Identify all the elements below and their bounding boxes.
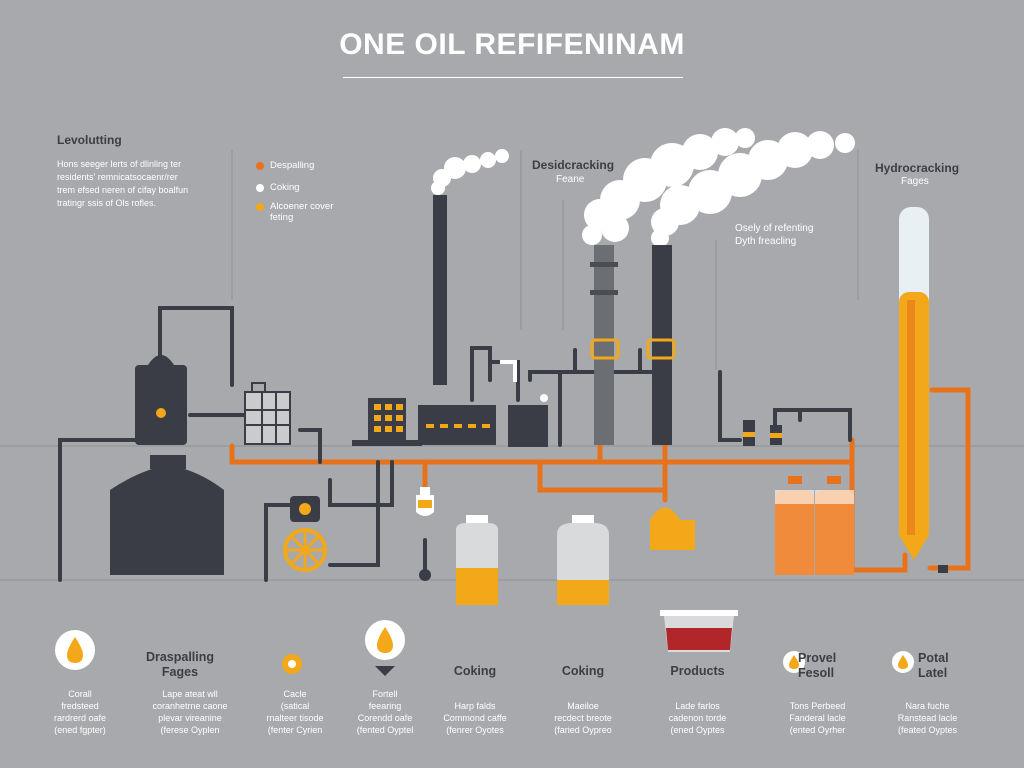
legend-item-despalling: Despalling <box>256 160 314 171</box>
oil-drop-icon <box>55 630 95 670</box>
bottle-coking-2 <box>557 515 609 605</box>
flask-icon <box>416 487 434 581</box>
distillation-column <box>646 245 676 445</box>
hydrocracking-label: Hydrocracking <box>875 161 960 175</box>
legend-dot-amber-icon <box>256 203 264 211</box>
legend-dot-white-icon <box>256 184 264 192</box>
bottom-desc: Cacle (satical rnalteer tisode (fenter C… <box>266 689 324 735</box>
intro-line: residents' remnicatsocaenr/rer <box>57 172 178 182</box>
bottom-title: Draspalling Fages <box>145 650 215 679</box>
orange-pipes <box>229 372 971 573</box>
hydrocracker-column <box>899 207 929 560</box>
bottom-title: Coking <box>453 664 497 678</box>
orange-dot-icon <box>282 654 302 674</box>
intro-heading: Levolutting <box>57 133 122 147</box>
product-tray <box>660 610 738 652</box>
bottom-desc: Lape ateat wll coranhetrne caone plevar … <box>152 689 228 735</box>
left-storage-tank <box>110 355 224 575</box>
central-processing-unit <box>418 360 548 447</box>
bottle-coking-1 <box>456 515 498 605</box>
bottom-desc: Fortell feearing Corendd oafe (fented Oy… <box>356 689 414 735</box>
intro-line: tratingr ssis of Ols rofles. <box>57 198 157 208</box>
desulf-sublabel: Feane <box>556 174 585 185</box>
dark-pipes <box>58 306 852 582</box>
desulfurization-column <box>590 245 620 445</box>
title-underline <box>343 77 683 78</box>
intro-text: Hons seeger lerts of dlinling ter reside… <box>57 158 227 210</box>
legend-item-alcoener: Alcoener cover feting <box>256 201 333 223</box>
separator-body <box>650 520 695 550</box>
bottom-title: Coking <box>561 664 605 678</box>
legend-dot-orange-icon <box>256 162 264 170</box>
product-bottles <box>775 476 854 575</box>
process-note: Osely of refenting Dyth freacling <box>735 223 814 247</box>
small-drop-icon <box>892 651 914 673</box>
bottom-desc: Lade farlos cadenon torde (ened Oyptes <box>668 701 727 735</box>
legend-item-coking: Coking <box>256 182 300 193</box>
furnace-unit <box>352 398 422 446</box>
bottom-desc: Tons Perbeed Fanderal lacle (ented Oyrhe… <box>789 701 846 735</box>
chimney-stack <box>433 195 447 385</box>
intro-line: trem efsed neren of cifay boalfun <box>57 185 189 195</box>
bottom-desc: Maeiloe recdect breote (faried Oypreo <box>554 701 612 735</box>
tank-gauge-icon <box>156 408 166 418</box>
steam-clouds <box>431 128 855 247</box>
bottom-desc: Nara fuche Ranstead lacle (feated Oyptes <box>897 701 958 735</box>
bottom-title: Products <box>670 664 725 678</box>
outlet-valve <box>938 565 948 573</box>
legend-label: Despalling <box>270 160 315 171</box>
valves <box>743 420 782 446</box>
page-title: ONE OIL REFIFENINAM <box>339 28 685 61</box>
legend-label: Coking <box>270 182 300 193</box>
oil-drop-pin-icon <box>365 620 405 676</box>
legend-label: Alcoener cover feting <box>270 201 334 223</box>
bottom-title: Potal Latel <box>918 651 949 680</box>
intro-line: Hons seeger lerts of dlinling ter <box>57 159 182 169</box>
pump-wheel-icon <box>283 496 327 572</box>
control-building <box>244 391 291 445</box>
small-drop-icon <box>783 651 805 673</box>
bottom-desc: Harp falds Commond caffe (fenrer Oyotes <box>443 701 507 735</box>
hydrocracking-sublabel: Fages <box>901 176 929 187</box>
bottom-title: Provel Fesoll <box>798 651 837 680</box>
bottom-desc: Corall fredsteed rardrerd oafe (ened fgp… <box>53 689 107 735</box>
desulf-label: Desidcracking <box>532 158 615 172</box>
